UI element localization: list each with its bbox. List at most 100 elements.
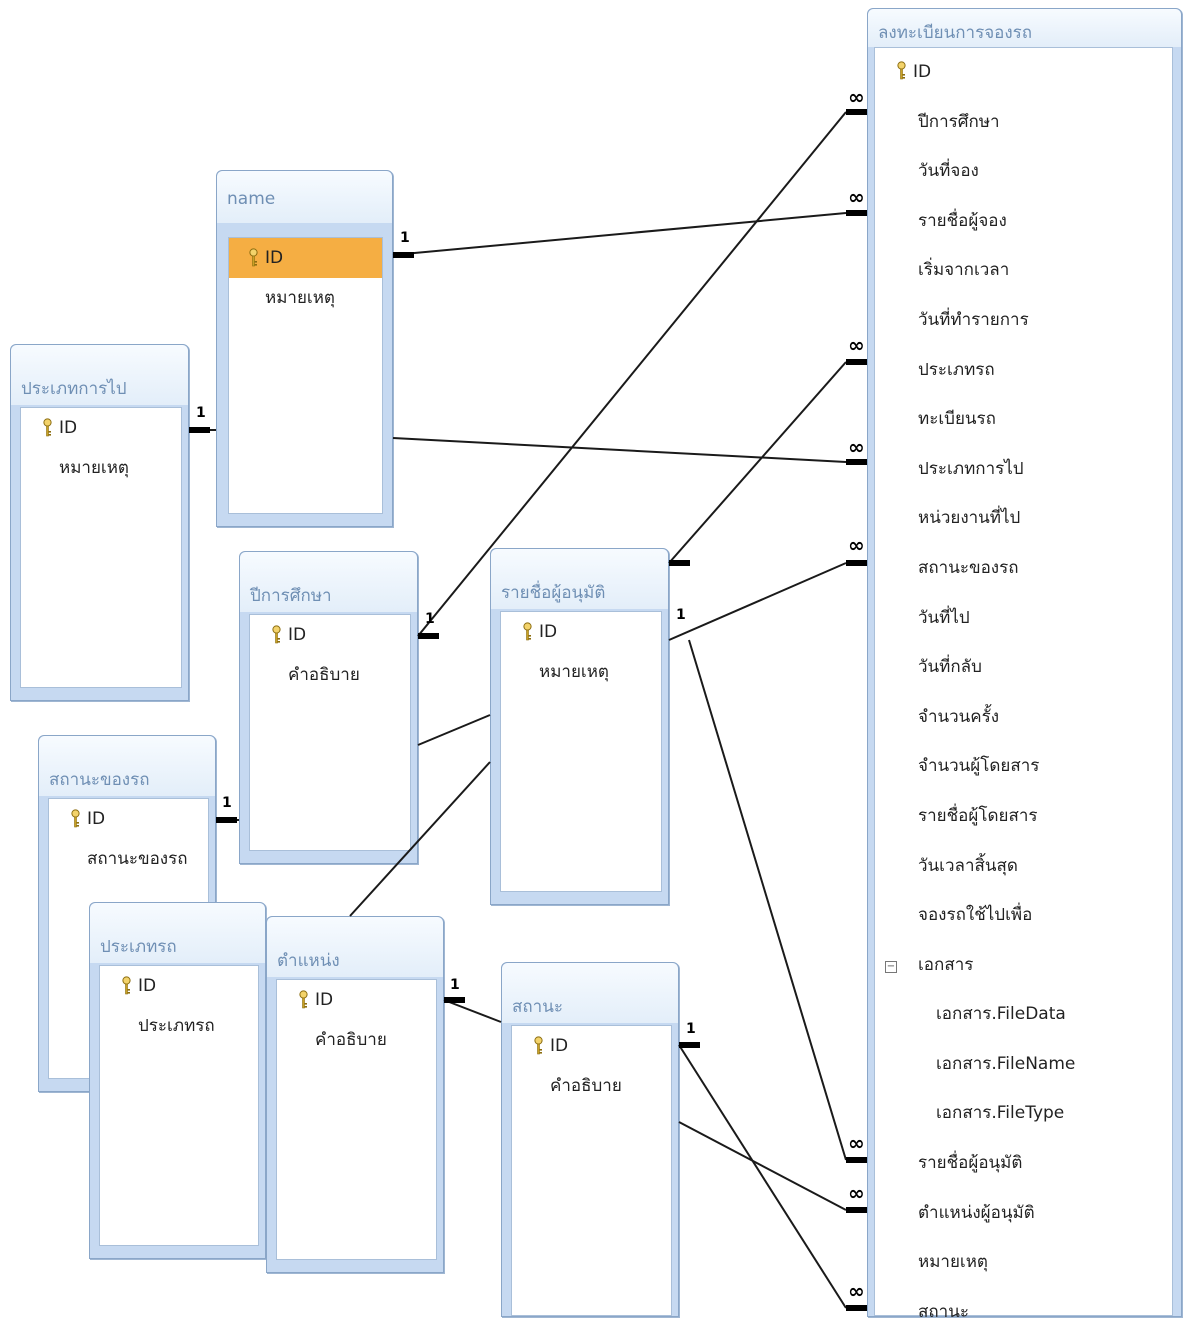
key-icon xyxy=(534,1036,543,1056)
table-title: name xyxy=(217,171,392,223)
field-name: วันที่จอง xyxy=(918,161,979,182)
relationship-endpoint xyxy=(846,1157,867,1163)
key-icon xyxy=(299,990,308,1010)
field-name: เอกสาร xyxy=(918,954,974,975)
field-name: คำอธิบาย xyxy=(550,1076,622,1096)
field-row[interactable]: วันที่ทำรายการ xyxy=(875,296,1172,346)
field-row[interactable]: ปีการศึกษา xyxy=(875,98,1172,148)
relationship-endpoint xyxy=(418,633,439,639)
field-row[interactable]: จำนวนครั้ง xyxy=(875,693,1172,743)
field-name: ID xyxy=(265,248,284,268)
field-row-id[interactable]: ID xyxy=(100,966,258,1006)
field-row[interactable]: หมายเหตุ xyxy=(21,448,181,488)
field-row[interactable]: คำอธิบาย xyxy=(250,655,410,695)
key-icon xyxy=(122,976,131,996)
field-row[interactable]: ตำแหน่งผู้อนุมัติ xyxy=(875,1189,1172,1239)
table-academic-year[interactable]: ปีการศึกษา ID คำอธิบาย xyxy=(239,551,418,864)
relationship-endpoint xyxy=(846,560,867,566)
cardinality-one-label: 1 xyxy=(222,795,232,811)
field-row-id[interactable]: ID xyxy=(21,408,181,448)
field-row[interactable]: เอกสาร.FileType xyxy=(875,1089,1172,1139)
field-row[interactable]: ประเภทรถ xyxy=(875,346,1172,396)
field-row[interactable]: หน่วยงานที่ไป xyxy=(875,494,1172,544)
collapse-expander-icon[interactable]: − xyxy=(885,960,897,973)
field-row[interactable]: จองรถใช้ไปเพื่อ xyxy=(875,891,1172,941)
field-name: ID xyxy=(539,622,558,642)
cardinality-one-label: 1 xyxy=(400,230,410,246)
field-row[interactable]: เอกสาร.FileData xyxy=(875,990,1172,1040)
field-row[interactable]: หมายเหตุ xyxy=(501,652,661,692)
field-row[interactable]: รายชื่อผู้โดยสาร xyxy=(875,792,1172,842)
field-name: ID xyxy=(138,976,157,996)
table-fields: ID ประเภทรถ xyxy=(99,965,259,1246)
field-row[interactable]: คำอธิบาย xyxy=(512,1066,671,1106)
field-name: ปีการศึกษา xyxy=(918,111,1000,132)
field-row-id[interactable]: ID xyxy=(277,980,436,1020)
relationship-line xyxy=(417,714,491,746)
relationship-endpoint xyxy=(846,210,867,216)
key-icon xyxy=(71,809,80,829)
table-status[interactable]: สถานะ ID คำอธิบาย xyxy=(501,962,679,1317)
field-row[interactable]: คำอธิบาย xyxy=(277,1020,436,1060)
field-row-id[interactable]: ID xyxy=(512,1026,671,1066)
table-title: สถานะ xyxy=(502,963,678,1023)
field-name: ตำแหน่งผู้อนุมัติ xyxy=(918,1202,1035,1223)
field-row[interactable]: สถานะของรถ xyxy=(49,839,208,879)
field-name: ID xyxy=(315,990,334,1010)
field-row[interactable]: สถานะของรถ xyxy=(875,544,1172,594)
field-row[interactable]: วันที่กลับ xyxy=(875,643,1172,693)
field-name: เริ่มจากเวลา xyxy=(918,260,1010,281)
cardinality-one-label: 1 xyxy=(686,1021,696,1037)
field-row[interactable]: เริ่มจากเวลา xyxy=(875,246,1172,296)
field-row-id[interactable]: ID xyxy=(49,799,208,839)
field-row[interactable]: สถานะ xyxy=(875,1288,1172,1337)
field-row-id[interactable]: ID xyxy=(229,238,382,278)
relationship-endpoint xyxy=(846,359,867,365)
table-position[interactable]: ตำแหน่ง ID คำอธิบาย xyxy=(266,916,444,1273)
field-row[interactable]: รายชื่อผู้จอง xyxy=(875,197,1172,247)
field-row-id[interactable]: ID xyxy=(875,48,1172,98)
field-name: หมายเหตุ xyxy=(265,288,335,308)
field-row[interactable]: ทะเบียนรถ xyxy=(875,395,1172,445)
key-icon xyxy=(897,61,906,81)
field-row-id[interactable]: ID xyxy=(250,615,410,655)
field-name: หมายเหตุ xyxy=(59,458,129,478)
cardinality-many-label: ∞ xyxy=(848,1181,865,1205)
relationship-line xyxy=(392,437,847,463)
field-name: เอกสาร.FileData xyxy=(936,1004,1066,1025)
field-row-id[interactable]: ID xyxy=(501,612,661,652)
relationship-endpoint xyxy=(189,427,210,433)
relationship-line xyxy=(678,1044,847,1309)
table-approver[interactable]: รายชื่อผู้อนุมัติ ID หมายเหตุ xyxy=(490,548,669,905)
field-name: คำอธิบาย xyxy=(315,1030,387,1050)
table-travel-type[interactable]: ประเภทการไป ID หมายเหตุ xyxy=(10,344,189,701)
cardinality-many-label: ∞ xyxy=(848,1131,865,1155)
field-row[interactable]: วันที่จอง xyxy=(875,147,1172,197)
field-row[interactable]: ประเภทการไป xyxy=(875,445,1172,495)
field-row[interactable]: เอกสาร.FileName xyxy=(875,1040,1172,1090)
field-row[interactable]: วันเวลาสิ้นสุด xyxy=(875,842,1172,892)
relationship-endpoint xyxy=(216,817,237,823)
key-icon xyxy=(272,625,281,645)
field-row[interactable]: หมายเหตุ xyxy=(229,278,382,318)
field-name: วันเวลาสิ้นสุด xyxy=(918,855,1018,876)
field-row[interactable]: − เอกสาร xyxy=(875,941,1172,991)
key-icon xyxy=(249,248,258,268)
field-name: ประเภทการไป xyxy=(918,458,1024,479)
relationship-endpoint xyxy=(846,1207,867,1213)
relationship-endpoint xyxy=(846,109,867,115)
field-row[interactable]: รายชื่อผู้อนุมัติ xyxy=(875,1139,1172,1189)
field-row[interactable]: ประเภทรถ xyxy=(100,1006,258,1046)
field-name: จำนวนผู้โดยสาร xyxy=(918,756,1040,777)
field-row[interactable]: จำนวนผู้โดยสาร xyxy=(875,742,1172,792)
field-name: หมายเหตุ xyxy=(539,662,609,682)
field-name: เอกสาร.FileName xyxy=(936,1053,1076,1074)
field-row[interactable]: วันที่ไป xyxy=(875,594,1172,644)
table-car-type[interactable]: ประเภทรถ ID ประเภทรถ xyxy=(89,902,266,1259)
table-fields: ID หมายเหตุ xyxy=(20,407,182,688)
table-name[interactable]: name ID หมายเหตุ xyxy=(216,170,393,527)
relationship-endpoint xyxy=(679,1042,700,1048)
cardinality-many-label: ∞ xyxy=(848,1279,865,1303)
field-row[interactable]: หมายเหตุ xyxy=(875,1238,1172,1288)
